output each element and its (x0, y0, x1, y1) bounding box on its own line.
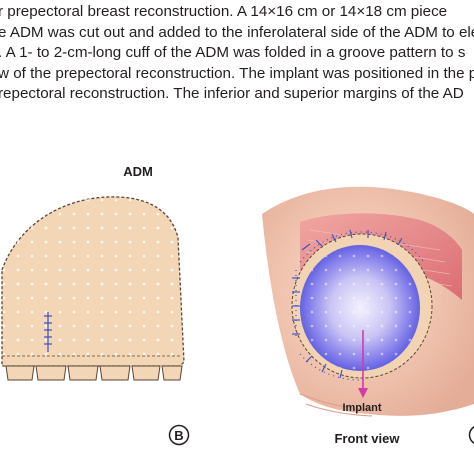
panel-c-marker (468, 426, 474, 444)
adm-perimeter-sutures (295, 231, 425, 381)
front-view-illustration: Implant Front view C (262, 186, 474, 446)
front-view-label: Front view (334, 431, 400, 446)
panel-b-label: B (174, 428, 183, 443)
caption-line-5: repectoral reconstruction. The inferior … (0, 85, 464, 102)
caption-line-3: . A 1- to 2-cm-long cuff of the ADM was … (0, 44, 466, 61)
caption-line-4: w of the prepectoral reconstruction. The… (0, 64, 474, 82)
adm-suture-line (44, 312, 52, 352)
adm-label: ADM (123, 164, 153, 179)
panel-b-marker (168, 424, 190, 446)
adm-cuff-tabs (5, 365, 183, 381)
figure-caption: r prepectoral breast reconstruction. A 1… (0, 2, 474, 105)
figure-panels: ADM B (1, 164, 474, 446)
implant-label: Implant (342, 402, 381, 414)
caption-line-1: r prepectoral breast reconstruction. A 1… (0, 3, 448, 20)
caption-line-2: e ADM was cut out and added to the infer… (0, 23, 474, 41)
adm-diagram: ADM B (1, 164, 190, 446)
